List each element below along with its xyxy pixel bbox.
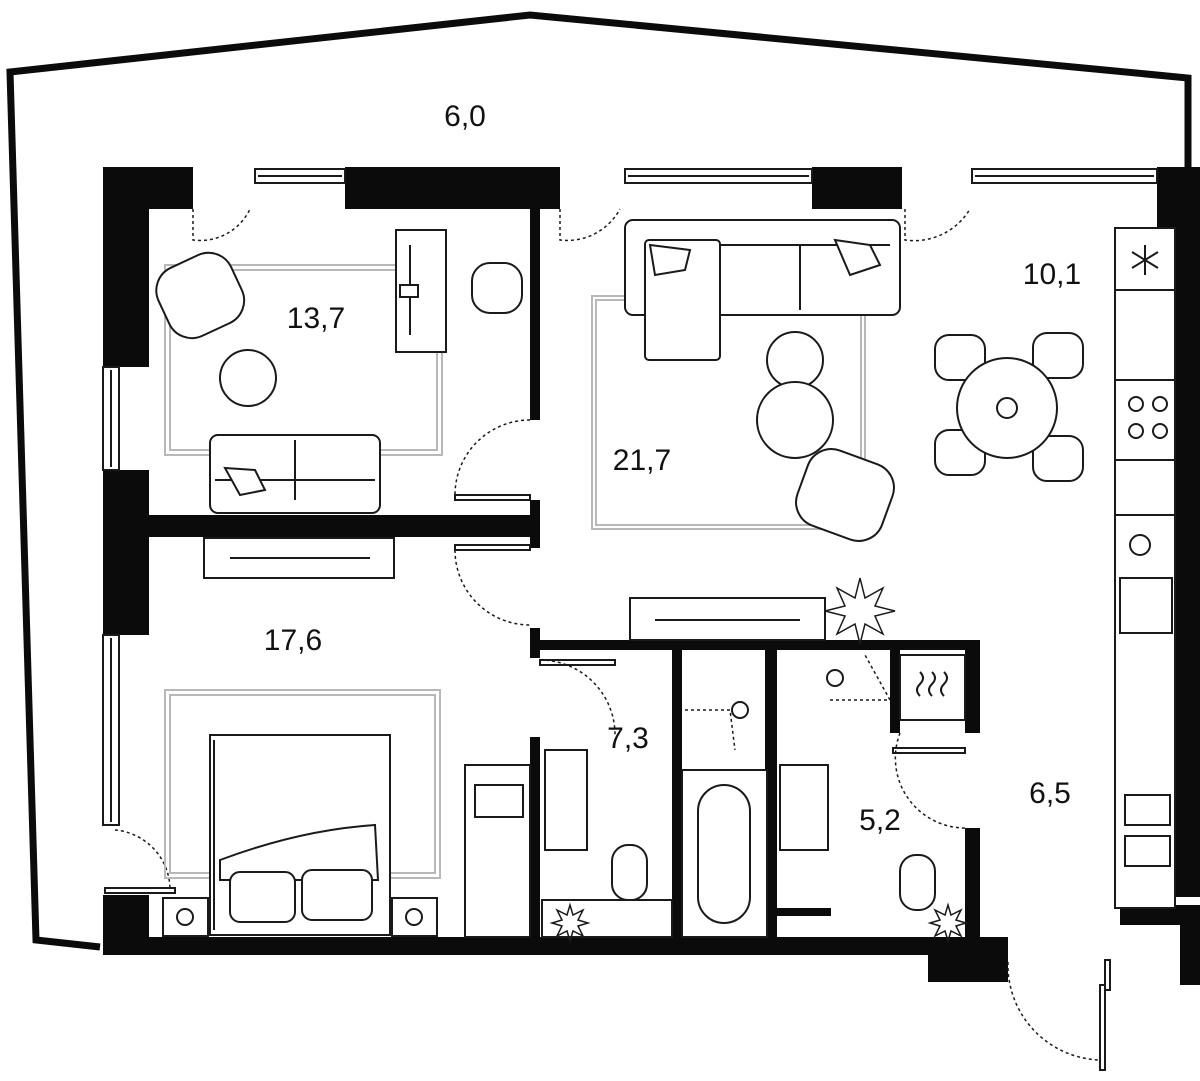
doors — [114, 208, 1101, 1061]
bedroom-furniture — [162, 537, 531, 938]
area-labels: 6,0 13,7 21,7 10,1 17,6 7,3 5,2 6,5 — [264, 100, 1081, 837]
windows — [102, 168, 1158, 826]
study-area-label: 13,7 — [287, 302, 345, 335]
terrace-outline — [6, 11, 1192, 951]
bedroom-area-label: 17,6 — [264, 624, 322, 657]
kitchen-area-label: 10,1 — [1023, 258, 1081, 291]
snowflake-icon — [1131, 245, 1159, 275]
walls — [103, 167, 1200, 985]
hall-area-label: 6,5 — [1029, 777, 1071, 810]
bathroom-area-label: 7,3 — [607, 722, 649, 755]
toilet-area-label: 5,2 — [859, 804, 901, 837]
bathroom-fixtures — [541, 597, 966, 938]
dining-set — [934, 332, 1084, 482]
kitchen-counter — [1114, 227, 1176, 909]
door-leaves — [104, 494, 1111, 1071]
plant-icons — [549, 577, 969, 944]
living-area-label: 21,7 — [613, 444, 671, 477]
living-furniture — [624, 219, 901, 542]
terrace-area-label: 6,0 — [444, 100, 486, 133]
study-furniture — [155, 229, 523, 514]
